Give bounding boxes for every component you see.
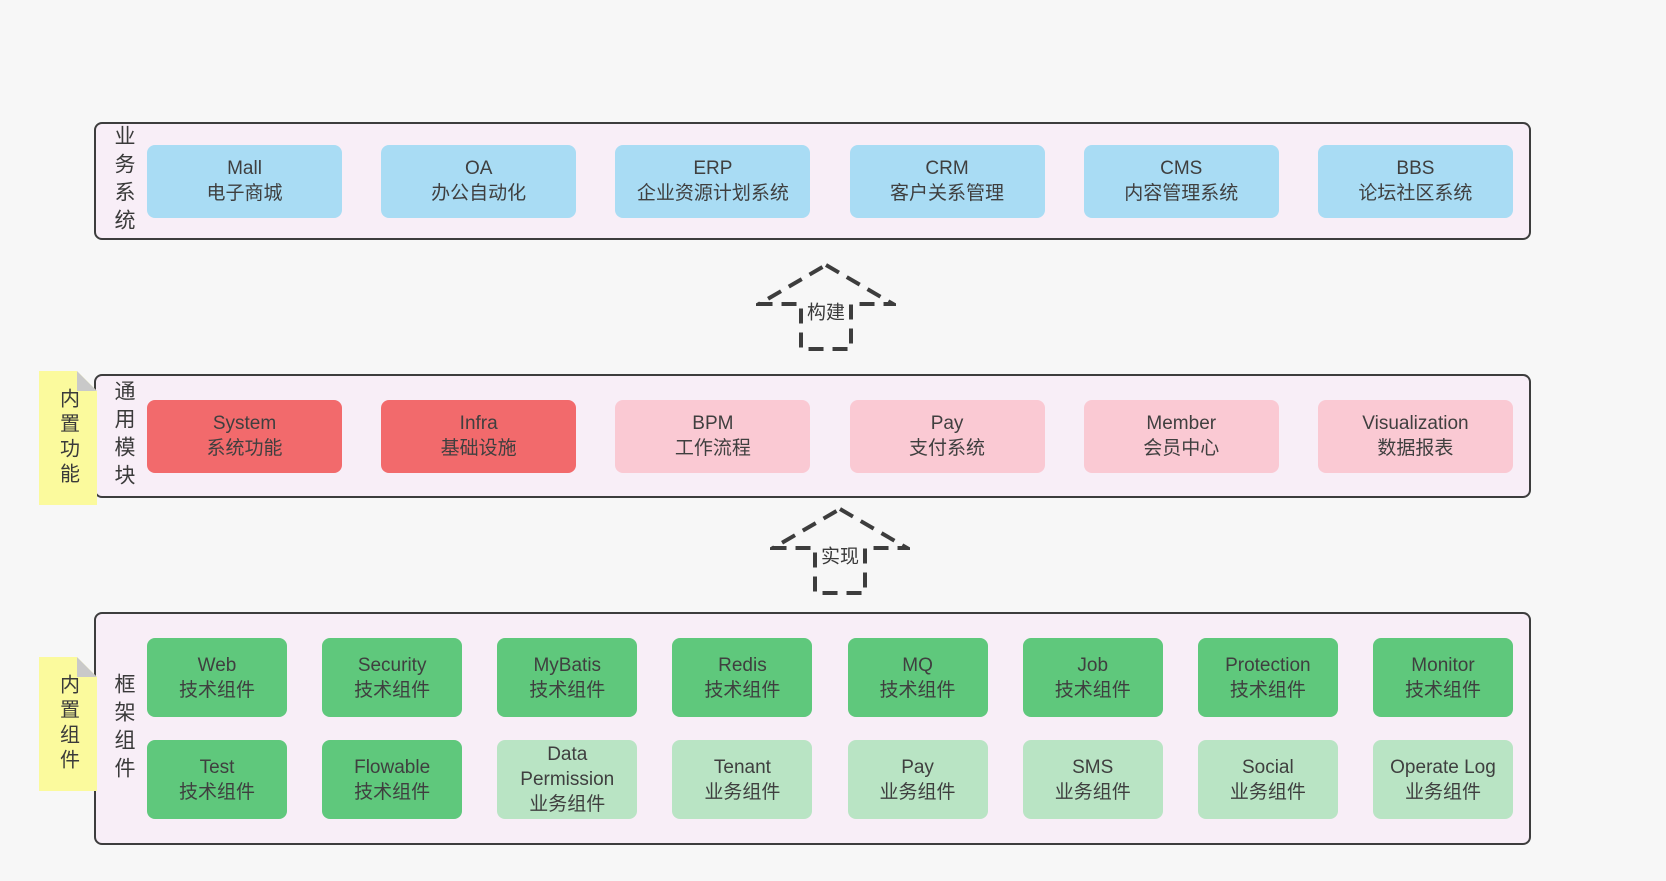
framework-row-2: Test 技术组件 Flowable 技术组件 Data Permission … (147, 740, 1513, 819)
box-cms: CMS 内容管理系统 (1083, 144, 1279, 218)
box-mybatis: MyBatis 技术组件 (497, 638, 638, 717)
box-pay-business: Pay 业务组件 (847, 740, 988, 819)
box-redis: Redis 技术组件 (672, 638, 813, 717)
box-system: System 系统功能 (147, 399, 342, 473)
arrow-implement-label: 实现 (817, 540, 863, 570)
box-job: Job 技术组件 (1022, 638, 1163, 717)
box-oa: OA 办公自动化 (381, 144, 577, 218)
box-web: Web 技术组件 (147, 638, 287, 717)
dashed-up-arrow-icon (770, 506, 910, 595)
sticky-built-in-components: 内置组件 (39, 657, 97, 791)
box-mq: MQ 技术组件 (847, 638, 988, 717)
band-business-systems-boxes: Mall 电子商城 OA 办公自动化 ERP 企业资源计划系统 CRM 客户关系… (147, 124, 1513, 238)
box-infra: Infra 基础设施 (381, 399, 577, 473)
box-social: Social 业务组件 (1197, 740, 1338, 819)
box-pay: Pay 支付系统 (849, 399, 1045, 473)
box-bpm: BPM 工作流程 (615, 399, 811, 473)
band-common-modules-label: 通用模块 (112, 380, 135, 492)
arrow-build: 构建 (756, 262, 896, 352)
band-business-systems-label: 业务系统 (112, 125, 135, 237)
sticky-built-in-features: 内置功能 (39, 371, 97, 505)
band-framework-components-label: 框架组件 (112, 672, 135, 785)
box-data-permission: Data Permission 业务组件 (497, 740, 638, 819)
box-test: Test 技术组件 (147, 740, 287, 819)
box-security: Security 技术组件 (322, 638, 463, 717)
arrow-implement: 实现 (770, 506, 910, 596)
band-common-modules: 内置功能 通用模块 System 系统功能 Infra 基础设施 BPM 工作流… (94, 374, 1531, 498)
box-sms: SMS 业务组件 (1022, 740, 1163, 819)
dashed-up-arrow-icon (756, 262, 896, 351)
band-framework-components-boxes: Web 技术组件 Security 技术组件 MyBatis 技术组件 Redi… (147, 614, 1513, 843)
band-framework-components: 内置组件 框架组件 Web 技术组件 Security 技术组件 MyBatis… (94, 612, 1531, 845)
box-protection: Protection 技术组件 (1197, 638, 1338, 717)
framework-row-1: Web 技术组件 Security 技术组件 MyBatis 技术组件 Redi… (147, 638, 1513, 717)
box-bbs: BBS 论坛社区系统 (1317, 144, 1513, 218)
box-visualization: Visualization 数据报表 (1317, 399, 1513, 473)
box-crm: CRM 客户关系管理 (849, 144, 1045, 218)
arrow-build-label: 构建 (803, 296, 849, 326)
box-operate-log: Operate Log 业务组件 (1372, 740, 1513, 819)
box-flowable: Flowable 技术组件 (322, 740, 463, 819)
box-monitor: Monitor 技术组件 (1372, 638, 1513, 717)
box-tenant: Tenant 业务组件 (672, 740, 813, 819)
band-common-modules-boxes: System 系统功能 Infra 基础设施 BPM 工作流程 Pay 支付系统… (147, 376, 1513, 496)
band-business-systems: 业务系统 Mall 电子商城 OA 办公自动化 ERP 企业资源计划系统 CRM… (94, 122, 1531, 240)
box-mall: Mall 电子商城 (147, 144, 342, 218)
box-member: Member 会员中心 (1083, 399, 1279, 473)
box-erp: ERP 企业资源计划系统 (615, 144, 811, 218)
